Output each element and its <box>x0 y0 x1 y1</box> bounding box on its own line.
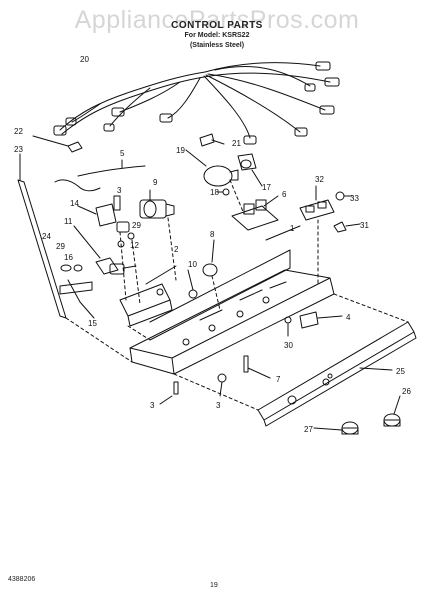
callout-29b: 29 <box>56 242 65 251</box>
callout-21: 21 <box>232 139 241 148</box>
thermostat <box>73 225 137 275</box>
diagram-subtitle: For Model: KSRS22 <box>184 32 250 39</box>
callout-11: 11 <box>64 217 73 226</box>
callout-26: 26 <box>402 387 411 396</box>
callout-10: 10 <box>188 260 197 269</box>
control-housing <box>129 225 335 375</box>
callout-18: 18 <box>210 188 219 197</box>
damper-control <box>139 189 175 219</box>
control-board <box>231 195 279 231</box>
control-bracket <box>119 265 177 327</box>
callout-6: 6 <box>282 190 287 199</box>
callout-27: 27 <box>304 425 313 434</box>
socket-screw <box>217 188 230 196</box>
bottom-screw-right <box>217 373 227 397</box>
switch-clip <box>333 221 361 233</box>
callout-22: 22 <box>14 127 23 136</box>
light-bulb <box>185 149 239 187</box>
callout-20: 20 <box>80 55 89 64</box>
light-socket <box>237 153 263 187</box>
housing-screw <box>284 316 292 337</box>
callout-23: 23 <box>14 145 23 154</box>
wire-clip <box>32 135 83 153</box>
alignment-lines <box>65 179 409 411</box>
callout-3c: 3 <box>216 401 221 410</box>
callout-33: 33 <box>350 194 359 203</box>
control-knob <box>202 239 218 277</box>
front-control-panel <box>257 321 417 427</box>
callout-3a: 3 <box>117 186 122 195</box>
document-number: 4388206 <box>8 576 36 583</box>
callout-3b: 3 <box>150 401 155 410</box>
callout-9: 9 <box>153 178 158 187</box>
callout-31: 31 <box>360 221 369 230</box>
callout-24: 24 <box>42 232 51 241</box>
callout-29a: 29 <box>132 221 141 230</box>
diagram-title: CONTROL PARTS <box>171 20 263 31</box>
callout-32: 32 <box>315 175 324 184</box>
mounting-screw <box>187 269 198 299</box>
callout-labels: 20 22 23 5 21 19 9 3 14 29 12 11 18 17 3… <box>14 55 411 434</box>
thermostat-bracket <box>77 195 135 248</box>
callout-5: 5 <box>120 149 125 158</box>
callout-14: 14 <box>70 199 79 208</box>
callout-2: 2 <box>174 245 179 254</box>
callout-7: 7 <box>276 375 281 384</box>
bottom-screw-left <box>159 381 179 405</box>
callout-16: 16 <box>64 253 73 262</box>
temperature-knob-right <box>383 395 401 427</box>
callout-8: 8 <box>210 230 215 239</box>
callout-1: 1 <box>290 224 295 233</box>
knob-assembly <box>59 264 95 319</box>
wiring-harness <box>53 61 340 145</box>
callout-15: 15 <box>88 319 97 328</box>
callout-30: 30 <box>284 341 293 350</box>
door-switch <box>299 185 335 221</box>
page-number: 19 <box>210 582 218 589</box>
bulb-clip <box>199 133 225 147</box>
temperature-knob-left <box>313 421 359 435</box>
callout-4: 4 <box>346 313 351 322</box>
diagram-note: (Stainless Steel) <box>189 42 245 49</box>
switch-screw <box>335 191 353 201</box>
watermark: AppliancePartsPros.com <box>74 6 360 34</box>
panel-screw <box>243 355 271 379</box>
capillary-tube <box>54 159 146 192</box>
mullion-switch <box>299 311 343 329</box>
callout-17: 17 <box>262 183 271 192</box>
callout-19: 19 <box>176 146 185 155</box>
callout-12: 12 <box>130 241 139 250</box>
callout-25: 25 <box>396 367 405 376</box>
